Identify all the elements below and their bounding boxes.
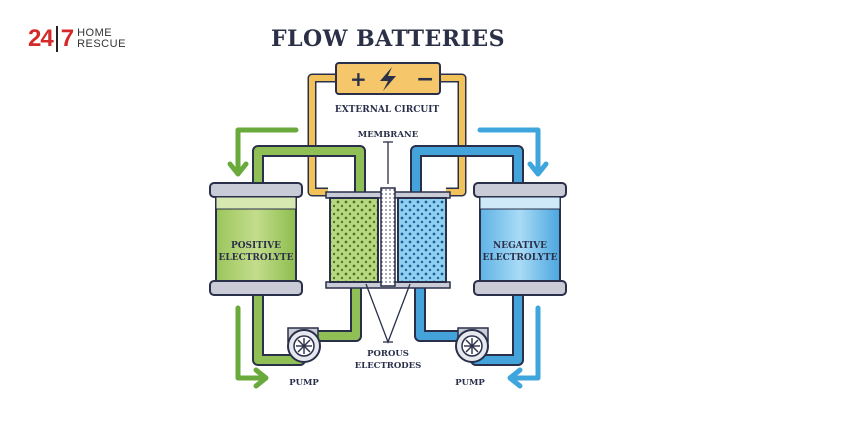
fan-icon [464,338,480,354]
positive-electrolyte-label-line1: POSITIVE [231,241,281,251]
fan-icon [296,338,312,354]
negative-electrolyte-label-line1: NEGATIVE [493,241,547,251]
positive-porous-electrode [329,197,379,283]
membrane-pointer [383,141,393,184]
diagram-title: FLOW BATTERIES [271,26,505,52]
electrochemical-cell [325,187,451,289]
negative-porous-electrode [397,197,447,283]
positive-pipes [252,145,366,366]
external-circuit-wire [307,73,467,197]
lightning-icon [380,67,396,91]
arrow-icon [507,305,541,389]
porous-electrodes-label-line1: POROUS [367,349,409,359]
battery: + − [335,62,441,95]
left-pump-label: PUMP [289,378,319,388]
arrow-icon [227,127,299,177]
right-pump-label: PUMP [455,378,485,388]
logo-word-home: HOME [77,27,113,39]
minus-icon: − [416,67,434,92]
negative-pipes [410,145,524,366]
porous-electrodes-label-line2: ELECTRODES [355,361,421,371]
porous-electrodes-pointer [365,283,411,344]
positive-electrolyte-label-line2: ELECTROLYTE [219,253,294,263]
positive-electrolyte-tank: POSITIVE ELECTROLYTE [209,182,303,296]
logo-divider [55,26,58,52]
plus-icon: + [350,67,367,91]
logo-number-left: 24 [28,25,54,52]
arrow-icon [235,305,269,389]
logo-words: HOME RESCUE [77,28,126,50]
negative-electrolyte-tank: NEGATIVE ELECTROLYTE [473,182,567,296]
membrane-label: MEMBRANE [358,130,419,140]
logo-word-rescue: RESCUE [77,38,126,50]
right-pump [455,327,489,363]
company-logo[interactable]: 24 7 HOME RESCUE [28,24,126,54]
left-pump [287,327,321,363]
logo-number-right: 7 [60,25,74,52]
external-circuit-label: EXTERNAL CIRCUIT [335,105,440,115]
arrow-icon [477,127,549,177]
negative-electrolyte-label-line2: ELECTROLYTE [483,253,558,263]
membrane [380,187,396,287]
